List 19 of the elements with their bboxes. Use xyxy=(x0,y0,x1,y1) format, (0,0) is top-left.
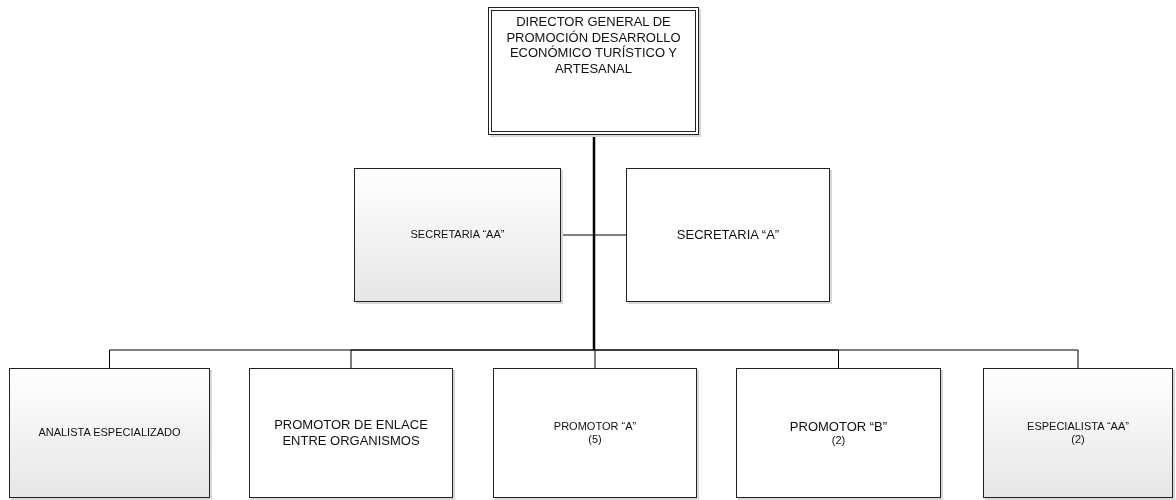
position-box xyxy=(249,368,453,498)
position-title: SECRETARIA “AA” xyxy=(410,228,505,242)
position-title: PROMOTOR “B” xyxy=(789,418,888,435)
position-box xyxy=(354,168,561,302)
position-box xyxy=(736,368,941,498)
position-title: DIRECTOR GENERAL DE PROMOCIÓN DESARROLLO ECONÓMICO TURÍSTICO Y ARTESANAL xyxy=(505,14,682,77)
position-title: (2) xyxy=(1071,433,1085,447)
position-box xyxy=(626,168,830,302)
position-title: PROMOTOR DE ENLACE ENTRE ORGANISMOS xyxy=(273,417,429,449)
position-title: ESPECIALISTA “AA” xyxy=(1027,419,1129,433)
position-box xyxy=(493,368,697,498)
position-title: ANALISTA ESPECIALIZADO xyxy=(38,426,181,440)
director-box xyxy=(488,7,699,135)
position-title: (5) xyxy=(588,433,602,447)
position-title: PROMOTOR “A” xyxy=(553,419,637,433)
position-box xyxy=(983,368,1173,498)
position-box xyxy=(9,368,210,498)
position-title: SECRETARIA “A” xyxy=(676,227,780,243)
position-title: (2) xyxy=(831,434,846,448)
